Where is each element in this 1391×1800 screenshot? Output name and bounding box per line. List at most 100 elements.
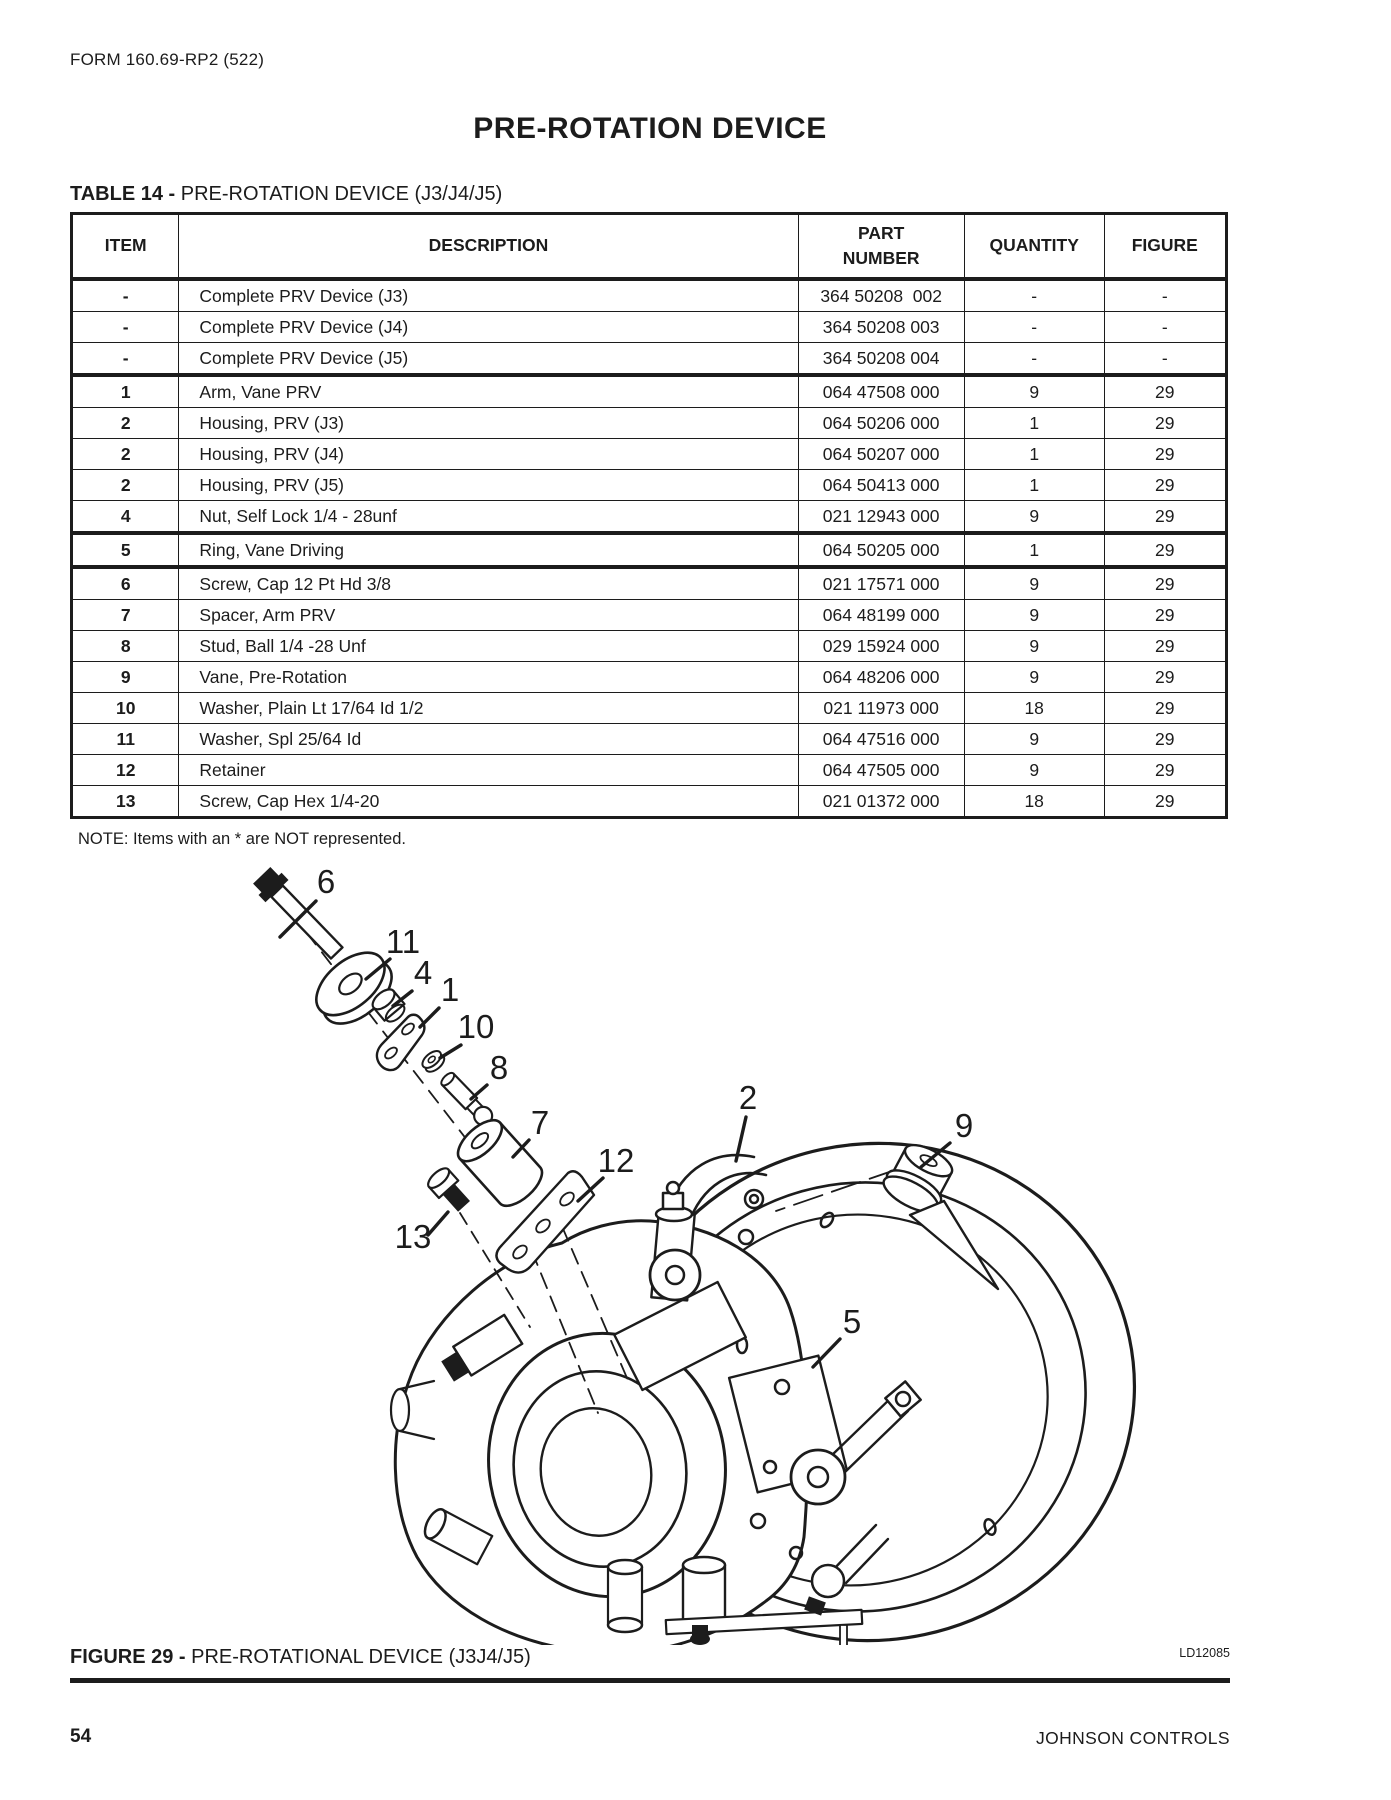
table-row: 2 Housing, PRV (J4) 064 50207 000 1 29 bbox=[70, 438, 1228, 470]
part-vane-9 bbox=[882, 1143, 1000, 1291]
cell-description: Screw, Cap 12 Pt Hd 3/8 bbox=[178, 566, 799, 600]
table-heading: TABLE 14 - PRE-ROTATION DEVICE (J3/J4/J5… bbox=[70, 183, 502, 206]
column-header-figure: FIGURE bbox=[1103, 213, 1228, 281]
cell-figure: - bbox=[1103, 311, 1228, 343]
part-screw-13 bbox=[427, 1167, 470, 1212]
cell-figure: 29 bbox=[1103, 723, 1228, 755]
cell-quantity: 9 bbox=[963, 630, 1105, 662]
figure-drawing: 6 11 4 1 10 8 7 12 13 2 9 5 bbox=[253, 863, 1137, 1645]
cell-quantity: - bbox=[963, 311, 1105, 343]
cell-figure: - bbox=[1103, 278, 1228, 312]
column-header-part-number: PART NUMBER bbox=[797, 213, 965, 281]
table-row: 2 Housing, PRV (J3) 064 50206 000 1 29 bbox=[70, 407, 1228, 439]
cell-figure: 29 bbox=[1103, 532, 1228, 569]
cell-description: Complete PRV Device (J5) bbox=[178, 342, 799, 377]
cell-quantity: 9 bbox=[963, 723, 1105, 755]
cell-item: 5 bbox=[70, 532, 180, 569]
table-row: 13 Screw, Cap Hex 1/4-20 021 01372 000 1… bbox=[70, 785, 1228, 818]
cell-figure: 29 bbox=[1103, 785, 1228, 818]
cell-description: Spacer, Arm PRV bbox=[178, 599, 799, 631]
callout-13: 13 bbox=[395, 1218, 432, 1255]
callout-leader-13 bbox=[426, 1210, 450, 1237]
parts-table: ITEM DESCRIPTION PART NUMBER QUANTITY FI… bbox=[70, 212, 1228, 819]
callout-labels: 6 11 4 1 10 8 7 12 13 2 9 5 bbox=[317, 863, 973, 1340]
cell-part-number: 021 01372 000 bbox=[797, 785, 965, 818]
callout-leader-2 bbox=[734, 1115, 748, 1163]
cell-item: 13 bbox=[70, 785, 180, 818]
callout-leaders bbox=[278, 899, 952, 1369]
cell-figure: 29 bbox=[1103, 661, 1228, 693]
table-row: 11 Washer, Spl 25/64 Id 064 47516 000 9 … bbox=[70, 723, 1228, 755]
housing-side-fittings bbox=[389, 1313, 524, 1566]
column-header-description: DESCRIPTION bbox=[178, 213, 799, 281]
table-row: 9 Vane, Pre-Rotation 064 48206 000 9 29 bbox=[70, 661, 1228, 693]
cell-part-number: 364 50208 004 bbox=[797, 342, 965, 377]
cell-part-number: 064 47508 000 bbox=[797, 374, 965, 408]
part-stud-8 bbox=[440, 1071, 494, 1126]
callout-leader-4 bbox=[391, 989, 414, 1008]
vane-arm-assembly-right bbox=[727, 1354, 922, 1506]
table-row: 2 Housing, PRV (J5) 064 50413 000 1 29 bbox=[70, 469, 1228, 501]
callout-7: 7 bbox=[531, 1104, 549, 1141]
cell-item: - bbox=[70, 311, 180, 343]
page-number: 54 bbox=[70, 1726, 92, 1747]
cell-figure: - bbox=[1103, 342, 1228, 377]
callout-leader-5 bbox=[811, 1337, 842, 1369]
cell-figure: 29 bbox=[1103, 566, 1228, 600]
callout-5: 5 bbox=[843, 1303, 861, 1340]
callout-4: 4 bbox=[414, 954, 432, 991]
cell-description: Housing, PRV (J4) bbox=[178, 438, 799, 470]
callout-10: 10 bbox=[458, 1008, 495, 1045]
cell-description: Retainer bbox=[178, 754, 799, 786]
drawing-id: LD12085 bbox=[1179, 1646, 1230, 1660]
table-row: - Complete PRV Device (J4) 364 50208 003… bbox=[70, 311, 1228, 343]
callout-leader-12 bbox=[576, 1176, 605, 1203]
table-row: 8 Stud, Ball 1/4 -28 Unf 029 15924 000 9… bbox=[70, 630, 1228, 662]
cell-description: Housing, PRV (J3) bbox=[178, 407, 799, 439]
column-header-item: ITEM bbox=[70, 213, 180, 281]
callout-leader-9 bbox=[919, 1141, 952, 1169]
table-heading-label: TABLE 14 - bbox=[70, 183, 176, 205]
part-spacer-7 bbox=[456, 1118, 544, 1208]
cell-part-number: 064 50205 000 bbox=[797, 532, 965, 569]
form-number: FORM 160.69-RP2 (522) bbox=[70, 50, 265, 69]
cell-item: 2 bbox=[70, 469, 180, 501]
callout-leader-8 bbox=[469, 1083, 489, 1101]
cell-figure: 29 bbox=[1103, 374, 1228, 408]
table-row: 12 Retainer 064 47505 000 9 29 bbox=[70, 754, 1228, 786]
cell-quantity: 1 bbox=[963, 532, 1105, 569]
callout-leader-6 bbox=[278, 899, 318, 939]
cell-item: 1 bbox=[70, 374, 180, 408]
table-header-row: ITEM DESCRIPTION PART NUMBER QUANTITY FI… bbox=[70, 213, 1228, 281]
cell-item: 2 bbox=[70, 407, 180, 439]
cell-figure: 29 bbox=[1103, 692, 1228, 724]
callout-leader-11 bbox=[364, 957, 392, 981]
cell-item: 8 bbox=[70, 630, 180, 662]
vane-arm-assembly-bottom bbox=[606, 1523, 890, 1645]
cell-description: Nut, Self Lock 1/4 - 28unf bbox=[178, 500, 799, 535]
callout-2: 2 bbox=[739, 1079, 757, 1116]
cell-item: 2 bbox=[70, 438, 180, 470]
callout-1: 1 bbox=[441, 971, 459, 1008]
cell-part-number: 364 50208 003 bbox=[797, 311, 965, 343]
cell-quantity: 9 bbox=[963, 374, 1105, 408]
cell-quantity: 1 bbox=[963, 407, 1105, 439]
cell-item: 10 bbox=[70, 692, 180, 724]
callout-6: 6 bbox=[317, 863, 335, 900]
callout-leader-10 bbox=[438, 1043, 463, 1060]
callout-12: 12 bbox=[598, 1142, 635, 1179]
cell-figure: 29 bbox=[1103, 599, 1228, 631]
cell-part-number: 064 50413 000 bbox=[797, 469, 965, 501]
table-row: 6 Screw, Cap 12 Pt Hd 3/8 021 17571 000 … bbox=[70, 566, 1228, 600]
footer-brand: JOHNSON CONTROLS bbox=[1035, 1728, 1230, 1748]
table-row: 10 Washer, Plain Lt 17/64 Id 1/2 021 119… bbox=[70, 692, 1228, 724]
cell-description: Ring, Vane Driving bbox=[178, 532, 799, 569]
part-arm-1 bbox=[375, 1013, 426, 1072]
table-row: - Complete PRV Device (J5) 364 50208 004… bbox=[70, 342, 1228, 377]
cell-part-number: 021 12943 000 bbox=[797, 500, 965, 535]
callout-leader-1 bbox=[418, 1006, 441, 1029]
table-row: 5 Ring, Vane Driving 064 50205 000 1 29 bbox=[70, 532, 1228, 569]
cell-part-number: 064 48199 000 bbox=[797, 599, 965, 631]
cell-quantity: 18 bbox=[963, 785, 1105, 818]
